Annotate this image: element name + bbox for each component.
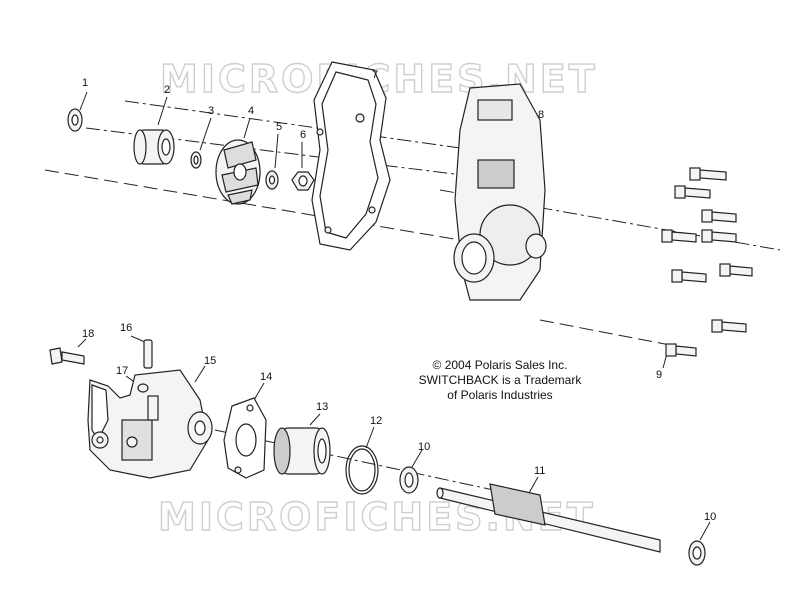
leader-10b [699,521,711,541]
part-16-pin [143,339,153,369]
axis-line-lower [214,429,541,501]
callout-7: 7 [372,69,379,81]
axis-line-upper-1 [85,127,471,177]
leader-12 [365,426,375,449]
callout-13: 13 [316,401,329,413]
callout-3: 3 [208,105,215,117]
callout-11: 11 [534,465,546,477]
part-1-washer [67,108,83,132]
part-7-gasket [311,61,391,251]
part-13-seal [273,427,331,475]
leader-15 [194,365,206,383]
leader-13 [309,413,321,426]
copyright-line: © 2004 Polaris Sales Inc. [432,358,568,372]
trademark-line: SWITCHBACK is a Trademark [418,373,582,387]
callout-15: 15 [204,355,217,367]
part-15-pump [87,369,213,479]
part-14-gasket [223,397,267,479]
callout-8: 8 [538,109,545,121]
leader-2 [157,96,168,126]
leader-4 [243,117,251,139]
copyright-notice: © 2004 Polaris Sales Inc. SWITCHBACK is … [410,358,590,403]
callout-16: 16 [120,322,133,334]
callout-12: 12 [370,415,383,427]
part-8-housing [453,83,547,301]
part-4-impeller [215,139,261,205]
part-11-shaft [436,483,661,553]
leader-1 [79,91,88,111]
leader-16 [130,335,146,343]
callout-6: 6 [300,129,307,141]
callout-17: 17 [116,365,129,377]
leader-18 [77,338,87,348]
part-3-ring [190,151,202,169]
callout-1: 1 [82,77,89,89]
leader-5 [274,133,279,169]
trademark-owner-line: of Polaris Industries [447,388,553,402]
callout-2: 2 [164,84,171,96]
part-6-nut [291,171,315,191]
axis-line-upper-2 [124,100,461,149]
part-5-washer [265,170,279,190]
callout-9: 9 [656,369,663,381]
leader-3 [199,117,212,151]
axis-line-mid [44,169,461,241]
part-10-washer-a [399,466,419,494]
axis-line-bolt [539,319,671,346]
part-10-washer-b [688,540,706,566]
callout-10-a: 10 [418,441,431,453]
part-2-bearing [133,129,175,165]
callout-18: 18 [82,328,95,340]
part-18-bolt [49,347,85,365]
callout-4: 4 [248,105,255,117]
callout-5: 5 [276,121,283,133]
part-12-o-ring [345,445,379,495]
callout-14: 14 [260,371,273,383]
leader-10a [411,449,423,468]
leader-14 [253,382,265,401]
callout-10-b: 10 [704,511,717,523]
part-17-clip [137,383,149,393]
part-9-bolts [661,167,753,357]
